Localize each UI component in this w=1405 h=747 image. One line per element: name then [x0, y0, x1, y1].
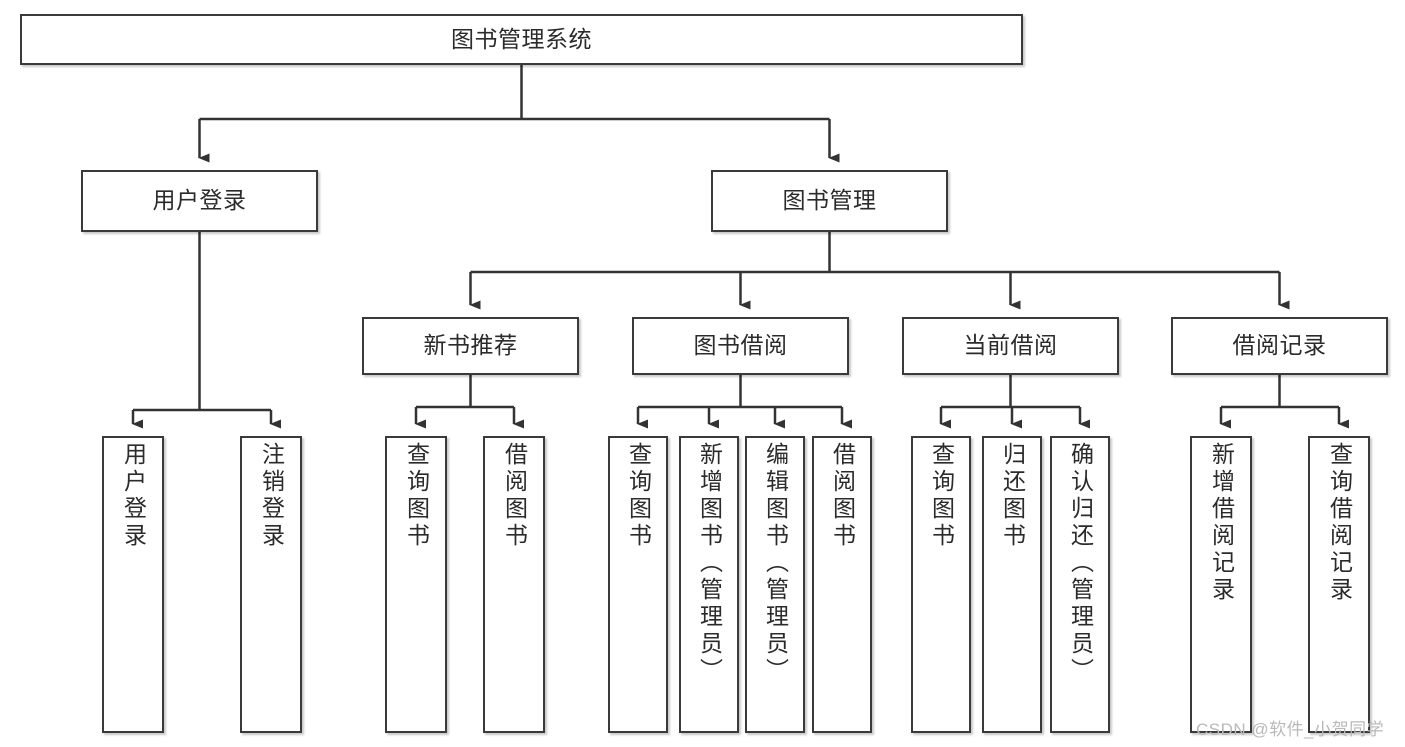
node-user-login[interactable]: 用户登录: [81, 170, 318, 232]
node-label-new-book-rec: 新书推荐: [423, 332, 518, 359]
node-leaf-borrow-book-b[interactable]: 借阅图书: [812, 436, 872, 733]
node-leaf-logout[interactable]: 注销登录: [240, 436, 302, 733]
node-leaf-add-book[interactable]: 新增图书（管理员）: [679, 436, 739, 733]
node-leaf-add-record[interactable]: 新增借阅记录: [1190, 436, 1252, 733]
node-label-leaf-query-book-a: 查询图书: [403, 442, 430, 550]
node-label-book-borrow: 图书借阅: [693, 332, 788, 359]
node-current-borrow[interactable]: 当前借阅: [902, 317, 1119, 375]
node-leaf-query-book-c[interactable]: 查询图书: [911, 436, 971, 733]
node-label-leaf-query-record: 查询借阅记录: [1326, 442, 1353, 604]
node-label-leaf-add-book: 新增图书（管理员）: [696, 442, 723, 685]
node-label-leaf-query-book-b: 查询图书: [625, 442, 652, 550]
node-label-root: 图书管理系统: [451, 25, 592, 52]
watermark-text: CSDN @软件_小贺同学: [1196, 720, 1385, 739]
node-borrow-record[interactable]: 借阅记录: [1171, 317, 1388, 375]
node-label-leaf-return-book: 归还图书: [999, 442, 1026, 550]
node-leaf-query-book-b[interactable]: 查询图书: [608, 436, 668, 733]
node-leaf-user-login[interactable]: 用户登录: [102, 436, 164, 733]
node-label-book-manage: 图书管理: [782, 187, 877, 214]
node-label-current-borrow: 当前借阅: [963, 332, 1058, 359]
node-leaf-query-book-a[interactable]: 查询图书: [385, 436, 447, 733]
node-leaf-query-record[interactable]: 查询借阅记录: [1308, 436, 1370, 733]
node-root[interactable]: 图书管理系统: [20, 14, 1023, 65]
node-label-leaf-add-record: 新增借阅记录: [1208, 442, 1235, 604]
node-new-book-rec[interactable]: 新书推荐: [362, 317, 579, 375]
node-label-user-login: 用户登录: [152, 187, 247, 214]
node-label-leaf-edit-book: 编辑图书（管理员）: [762, 442, 789, 685]
node-label-leaf-borrow-book-b: 借阅图书: [829, 442, 856, 550]
node-label-leaf-user-login: 用户登录: [120, 442, 147, 550]
node-book-borrow[interactable]: 图书借阅: [632, 317, 849, 375]
node-label-leaf-logout: 注销登录: [258, 442, 285, 550]
node-label-leaf-query-book-c: 查询图书: [928, 442, 955, 550]
node-label-leaf-confirm-return: 确认归还（管理员）: [1067, 442, 1094, 685]
node-label-borrow-record: 借阅记录: [1232, 332, 1327, 359]
node-leaf-confirm-return[interactable]: 确认归还（管理员）: [1050, 436, 1110, 733]
node-leaf-return-book[interactable]: 归还图书: [982, 436, 1042, 733]
node-label-leaf-borrow-book-a: 借阅图书: [501, 442, 528, 550]
node-leaf-borrow-book-a[interactable]: 借阅图书: [483, 436, 545, 733]
node-leaf-edit-book[interactable]: 编辑图书（管理员）: [745, 436, 805, 733]
node-book-manage[interactable]: 图书管理: [711, 170, 948, 232]
